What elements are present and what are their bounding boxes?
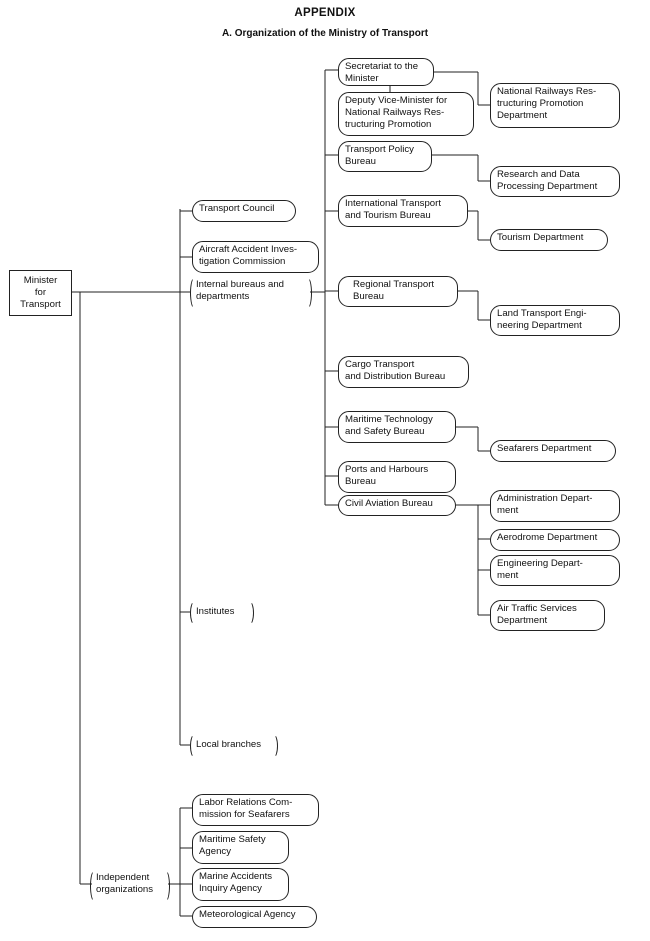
maritime-safety-agency-box: Maritime Safety Agency [192, 831, 289, 864]
land-transport-dept-box: Land Transport Engi- neering Department [490, 305, 620, 336]
aircraft-accident-commission-box: Aircraft Accident Inves- tigation Commis… [192, 241, 319, 273]
engineering-dept-box: Engineering Depart- ment [490, 555, 620, 586]
maritime-tech-safety-bureau-box: Maritime Technology and Safety Bureau [338, 411, 456, 443]
intl-transport-tourism-bureau-box: International Transport and Tourism Bure… [338, 195, 468, 227]
national-railways-dept-box: National Railways Res- tructuring Promot… [490, 83, 620, 128]
cargo-transport-bureau-box: Cargo Transport and Distribution Bureau [338, 356, 469, 388]
deputy-vice-minister-box: Deputy Vice-Minister for National Railwa… [338, 92, 474, 136]
transport-policy-bureau-box: Transport Policy Bureau [338, 141, 432, 172]
administration-dept-box: Administration Depart- ment [490, 490, 620, 522]
secretariat-box: Secretariat to the Minister [338, 58, 434, 86]
transport-council-box: Transport Council [192, 200, 296, 222]
local-branches-bracket: Local branches [190, 734, 278, 758]
independent-organizations-bracket: Independent organizations [90, 870, 170, 902]
labor-relations-commission-box: Labor Relations Com- mission for Seafare… [192, 794, 319, 826]
research-data-dept-box: Research and Data Processing Department [490, 166, 620, 197]
meteorological-agency-box: Meteorological Agency [192, 906, 317, 928]
civil-aviation-bureau-box: Civil Aviation Bureau [338, 495, 456, 516]
institutes-bracket: Institutes [190, 601, 254, 625]
appendix-heading: APPENDIX [294, 7, 356, 19]
internal-bureaus-bracket: Internal bureaus and departments [190, 277, 312, 309]
air-traffic-dept-box: Air Traffic Services Department [490, 600, 605, 631]
marine-accidents-agency-box: Marine Accidents Inquiry Agency [192, 868, 289, 901]
page-subtitle: A. Organization of the Ministry of Trans… [221, 28, 429, 39]
aerodrome-dept-box: Aerodrome Department [490, 529, 620, 551]
ports-harbours-bureau-box: Ports and Harbours Bureau [338, 461, 456, 493]
tourism-dept-box: Tourism Department [490, 229, 608, 251]
minister-for-transport-box: Minister for Transport [9, 270, 72, 316]
seafarers-dept-box: Seafarers Department [490, 440, 616, 462]
regional-transport-bureau-box: Regional Transport Bureau [338, 276, 458, 307]
